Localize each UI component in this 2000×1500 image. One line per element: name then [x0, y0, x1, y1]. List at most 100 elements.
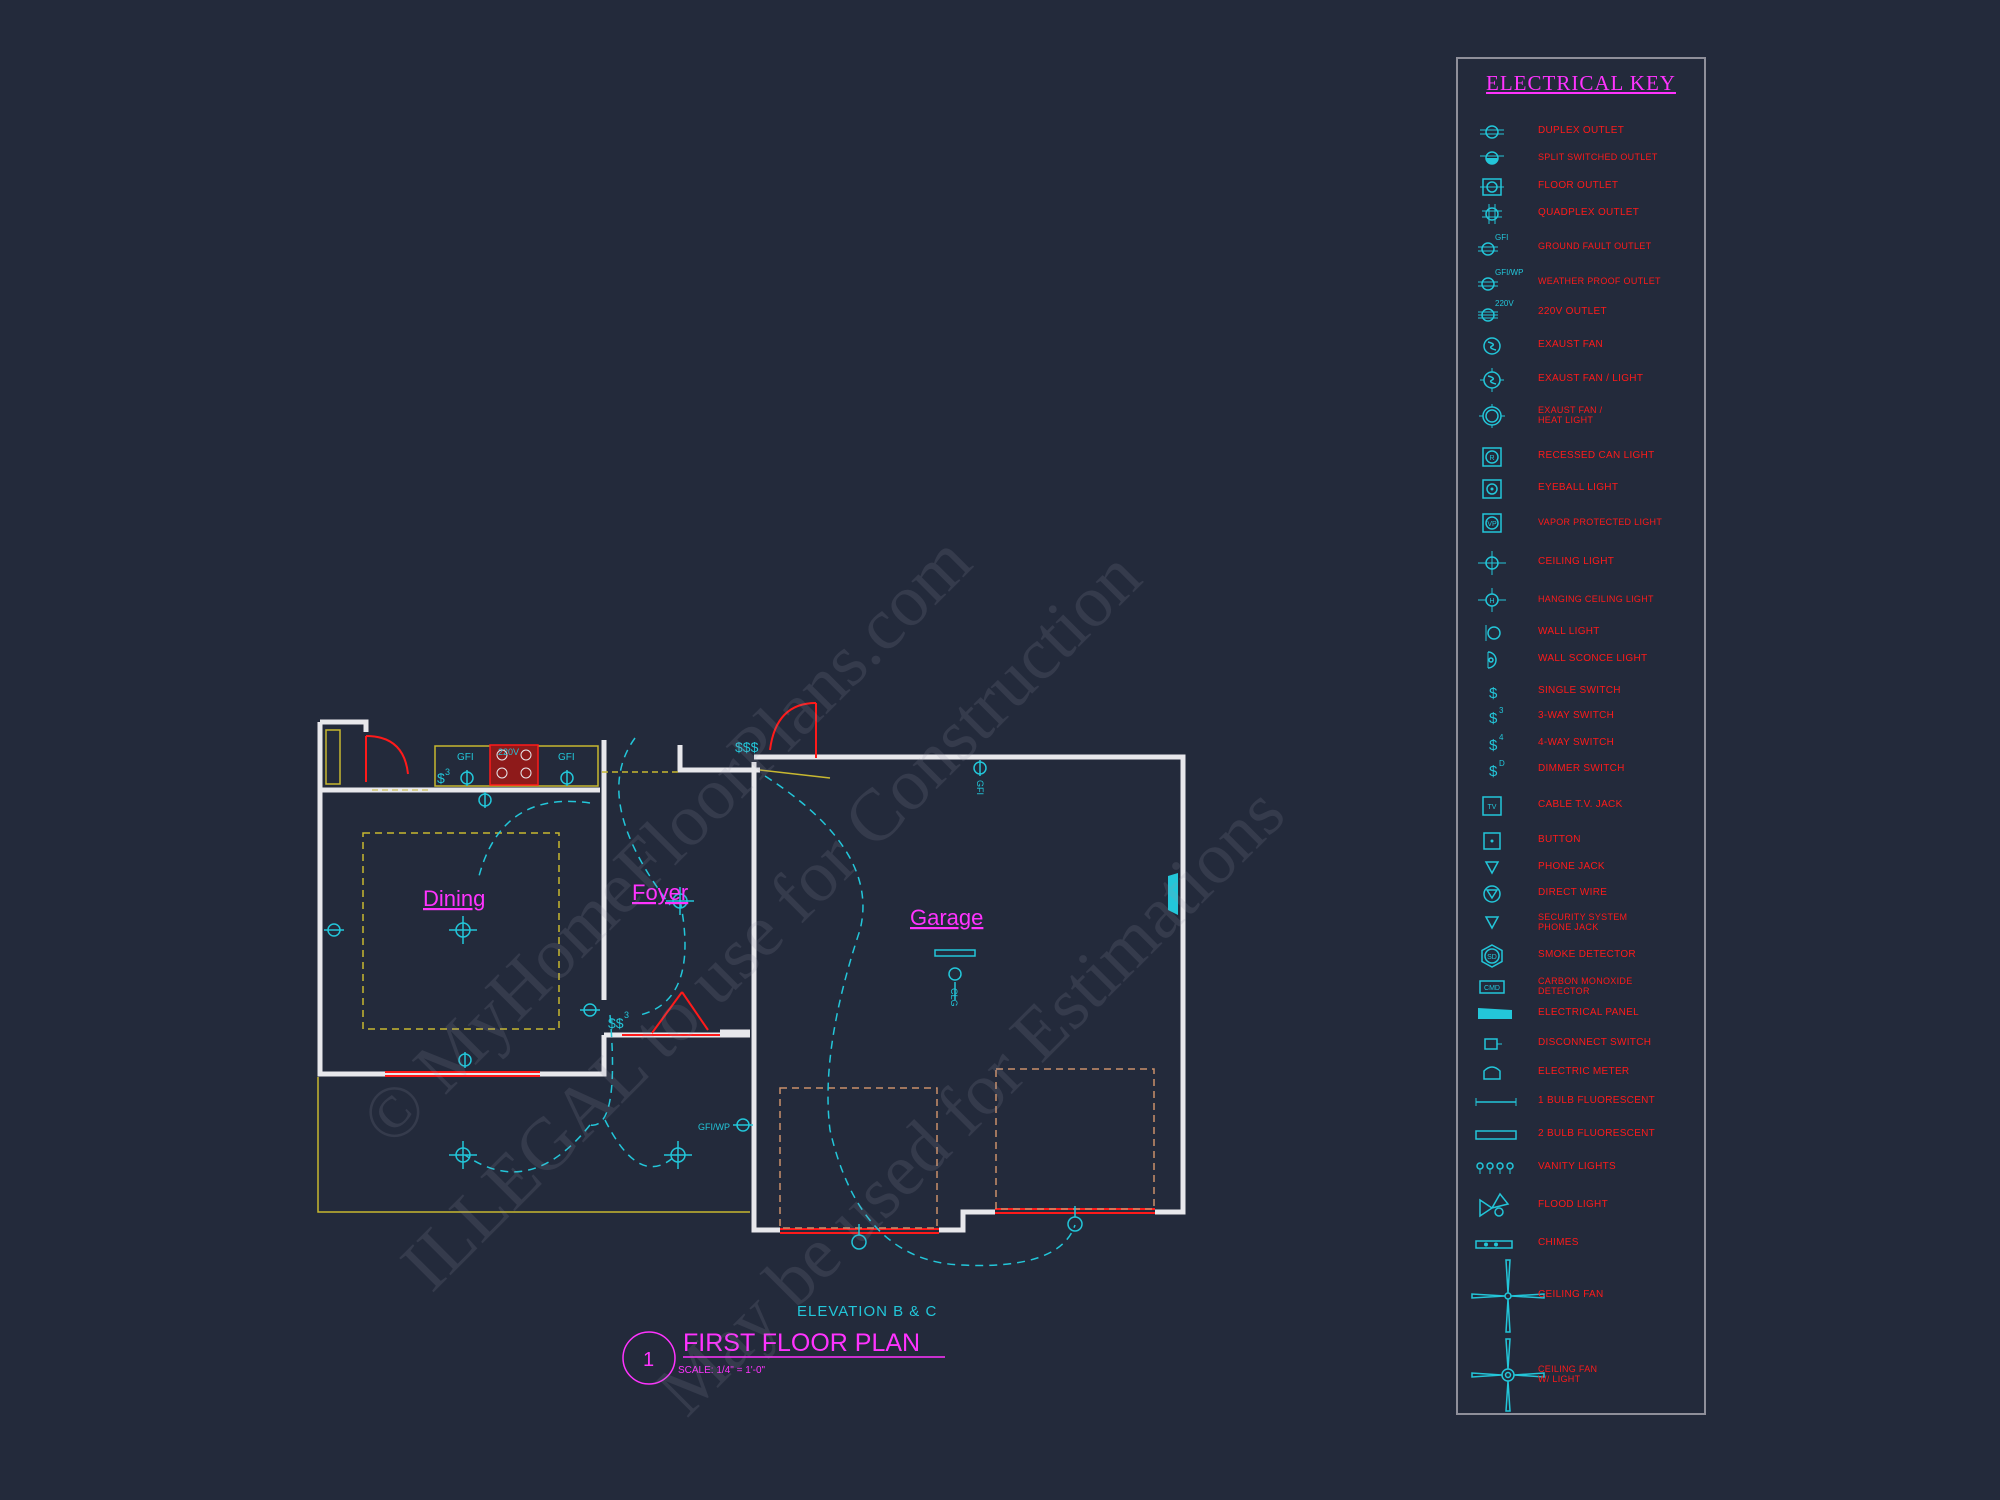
triple-switch-label: $$$: [735, 739, 759, 755]
exhaust-fan-icon: [1483, 337, 1501, 355]
plan-scale: SCALE: 1/4" = 1'-0": [678, 1365, 766, 1376]
key-item-flood-light: FLOOD LIGHT: [1458, 1192, 1704, 1218]
eyeball-light-icon: [1482, 479, 1502, 499]
four-way-switch-tag: $: [1489, 737, 1498, 754]
key-item-label: DIRECT WIRE: [1538, 887, 1608, 898]
key-item-label: DISCONNECT SWITCH: [1538, 1037, 1652, 1048]
smoke-detector-tag: SD: [1487, 954, 1497, 961]
electric-meter-icon: [1483, 1066, 1501, 1080]
key-item-label: CEILING FAN: [1538, 1289, 1604, 1300]
dimmer-switch-tag: $: [1489, 763, 1498, 780]
wall-sconce-light-icon: [1487, 651, 1497, 669]
key-item-three-way-switch: $3 3-WAY SWITCH: [1458, 706, 1704, 729]
dashed-outlines: [317, 769, 1155, 1229]
ground-fault-outlet-icon: GFI: [1478, 233, 1508, 256]
key-item-label: EXAUST FAN / HEAT LIGHT: [1538, 405, 1603, 425]
key-item-button: BUTTON: [1458, 832, 1704, 853]
key-item-wall-light: WALL LIGHT: [1458, 625, 1704, 645]
key-item-vanity-lights: VANITY LIGHTS: [1458, 1160, 1704, 1180]
key-item-quadplex-outlet: QUADPLEX OUTLET: [1458, 204, 1704, 226]
direct-wire-icon: [1483, 885, 1501, 903]
ceiling-light-icon: [1478, 551, 1506, 575]
gfi-label-left: GFI: [457, 752, 474, 763]
plan-symbols: [324, 760, 1083, 1250]
garage-gfi-label: GFI: [975, 780, 985, 795]
key-item-hanging-ceiling-light: H HANGING CEILING LIGHT: [1458, 588, 1704, 612]
key-item-label: WALL LIGHT: [1538, 626, 1600, 637]
key-item-ceiling-fan-light: CEILING FAN W/ LIGHT: [1458, 1338, 1704, 1412]
key-item-label: WALL SCONCE LIGHT: [1538, 653, 1648, 664]
ceiling-fan-icon: [1471, 1259, 1545, 1333]
elevation-note: ELEVATION B & C: [797, 1303, 937, 1320]
key-item-label: ELECTRIC METER: [1538, 1066, 1630, 1077]
key-item-label: QUADPLEX OUTLET: [1538, 207, 1640, 218]
single-switch-tag: $: [1489, 685, 1498, 702]
key-item-direct-wire: DIRECT WIRE: [1458, 885, 1704, 906]
window-openings: [385, 1034, 1155, 1234]
key-item-label: CEILING LIGHT: [1538, 556, 1615, 567]
key-item-label: VAPOR PROTECTED LIGHT: [1538, 517, 1663, 527]
dimmer-switch-icon: $D: [1489, 759, 1505, 780]
cable-tv-jack-icon: TV: [1482, 796, 1502, 816]
security-phone-jack-icon: [1484, 916, 1500, 930]
smoke-detector-icon: SD: [1481, 944, 1503, 968]
walls: [317, 719, 1186, 1233]
three-way-switch-icon: $3: [1489, 706, 1504, 727]
ground-fault-outlet-tag: GFI: [1495, 233, 1508, 242]
key-item-chimes: CHIMES: [1458, 1236, 1704, 1256]
range-220-label: 220V: [498, 747, 519, 757]
vanity-lights-icon: [1476, 1162, 1514, 1174]
doors: [365, 702, 817, 1034]
gfi-wp-label: GFI/WP: [698, 1122, 730, 1132]
dining-switch-label: $: [437, 770, 445, 786]
key-item-label: EYEBALL LIGHT: [1538, 482, 1619, 493]
key-item-one-bulb-fluorescent: 1 BULB FLUORESCENT: [1458, 1094, 1704, 1114]
key-item-ceiling-fan: CEILING FAN: [1458, 1259, 1704, 1333]
garage-ceiling-label: CLG: [949, 988, 959, 1007]
key-item-label: VANITY LIGHTS: [1538, 1161, 1616, 1172]
exhaust-fan-light-icon: [1480, 368, 1504, 392]
key-item-wall-sconce-light: WALL SCONCE LIGHT: [1458, 651, 1704, 672]
key-item-label: PHONE JACK: [1538, 861, 1605, 872]
key-item-label: DUPLEX OUTLET: [1538, 125, 1625, 136]
flood-light-icon: [1479, 1192, 1510, 1218]
electrical-panel-symbol: [1168, 873, 1178, 915]
key-item-label: HANGING CEILING LIGHT: [1538, 594, 1654, 604]
key-item-exhaust-fan-heat-light: EXAUST FAN / HEAT LIGHT: [1458, 404, 1704, 428]
key-item-label: 3-WAY SWITCH: [1538, 710, 1615, 721]
key-item-label: FLOOR OUTLET: [1538, 180, 1619, 191]
key-item-label: EXAUST FAN: [1538, 339, 1604, 350]
wall-light-icon: [1485, 625, 1501, 641]
key-item-label: SMOKE DETECTOR: [1538, 949, 1636, 960]
quadplex-outlet-icon: [1482, 204, 1502, 224]
hanging-ceiling-light-icon: H: [1478, 588, 1506, 612]
key-item-electrical-panel: ELECTRICAL PANEL: [1458, 1006, 1704, 1026]
foyer-switch-label: $$: [608, 1015, 624, 1031]
key-item-split-switched-outlet: SPLIT SWITCHED OUTLET: [1458, 150, 1704, 170]
disconnect-switch-icon: [1484, 1038, 1502, 1050]
hanging-ceiling-light-tag: H: [1489, 598, 1494, 605]
three-way-switch-superscript: 3: [1499, 706, 1504, 715]
electrical-panel-icon: [1478, 1008, 1512, 1019]
key-item-label: 2 BULB FLUORESCENT: [1538, 1128, 1656, 1139]
key-item-label: DIMMER SWITCH: [1538, 763, 1625, 774]
exhaust-fan-heat-light-icon: [1479, 404, 1505, 428]
vapor-protected-light-tag: VP: [1487, 521, 1497, 528]
floor-outlet-icon: [1480, 178, 1504, 196]
wiring-runs: [464, 737, 1076, 1267]
four-way-switch-icon: $4: [1489, 733, 1504, 754]
key-item-duplex-outlet: DUPLEX OUTLET: [1458, 124, 1704, 144]
co-detector-tag: CMD: [1484, 985, 1500, 992]
co-detector-icon: CMD: [1479, 980, 1505, 994]
key-item-ceiling-light: CEILING LIGHT: [1458, 551, 1704, 575]
gfi-label-right: GFI: [558, 752, 575, 763]
four-way-switch-superscript: 4: [1499, 733, 1504, 742]
